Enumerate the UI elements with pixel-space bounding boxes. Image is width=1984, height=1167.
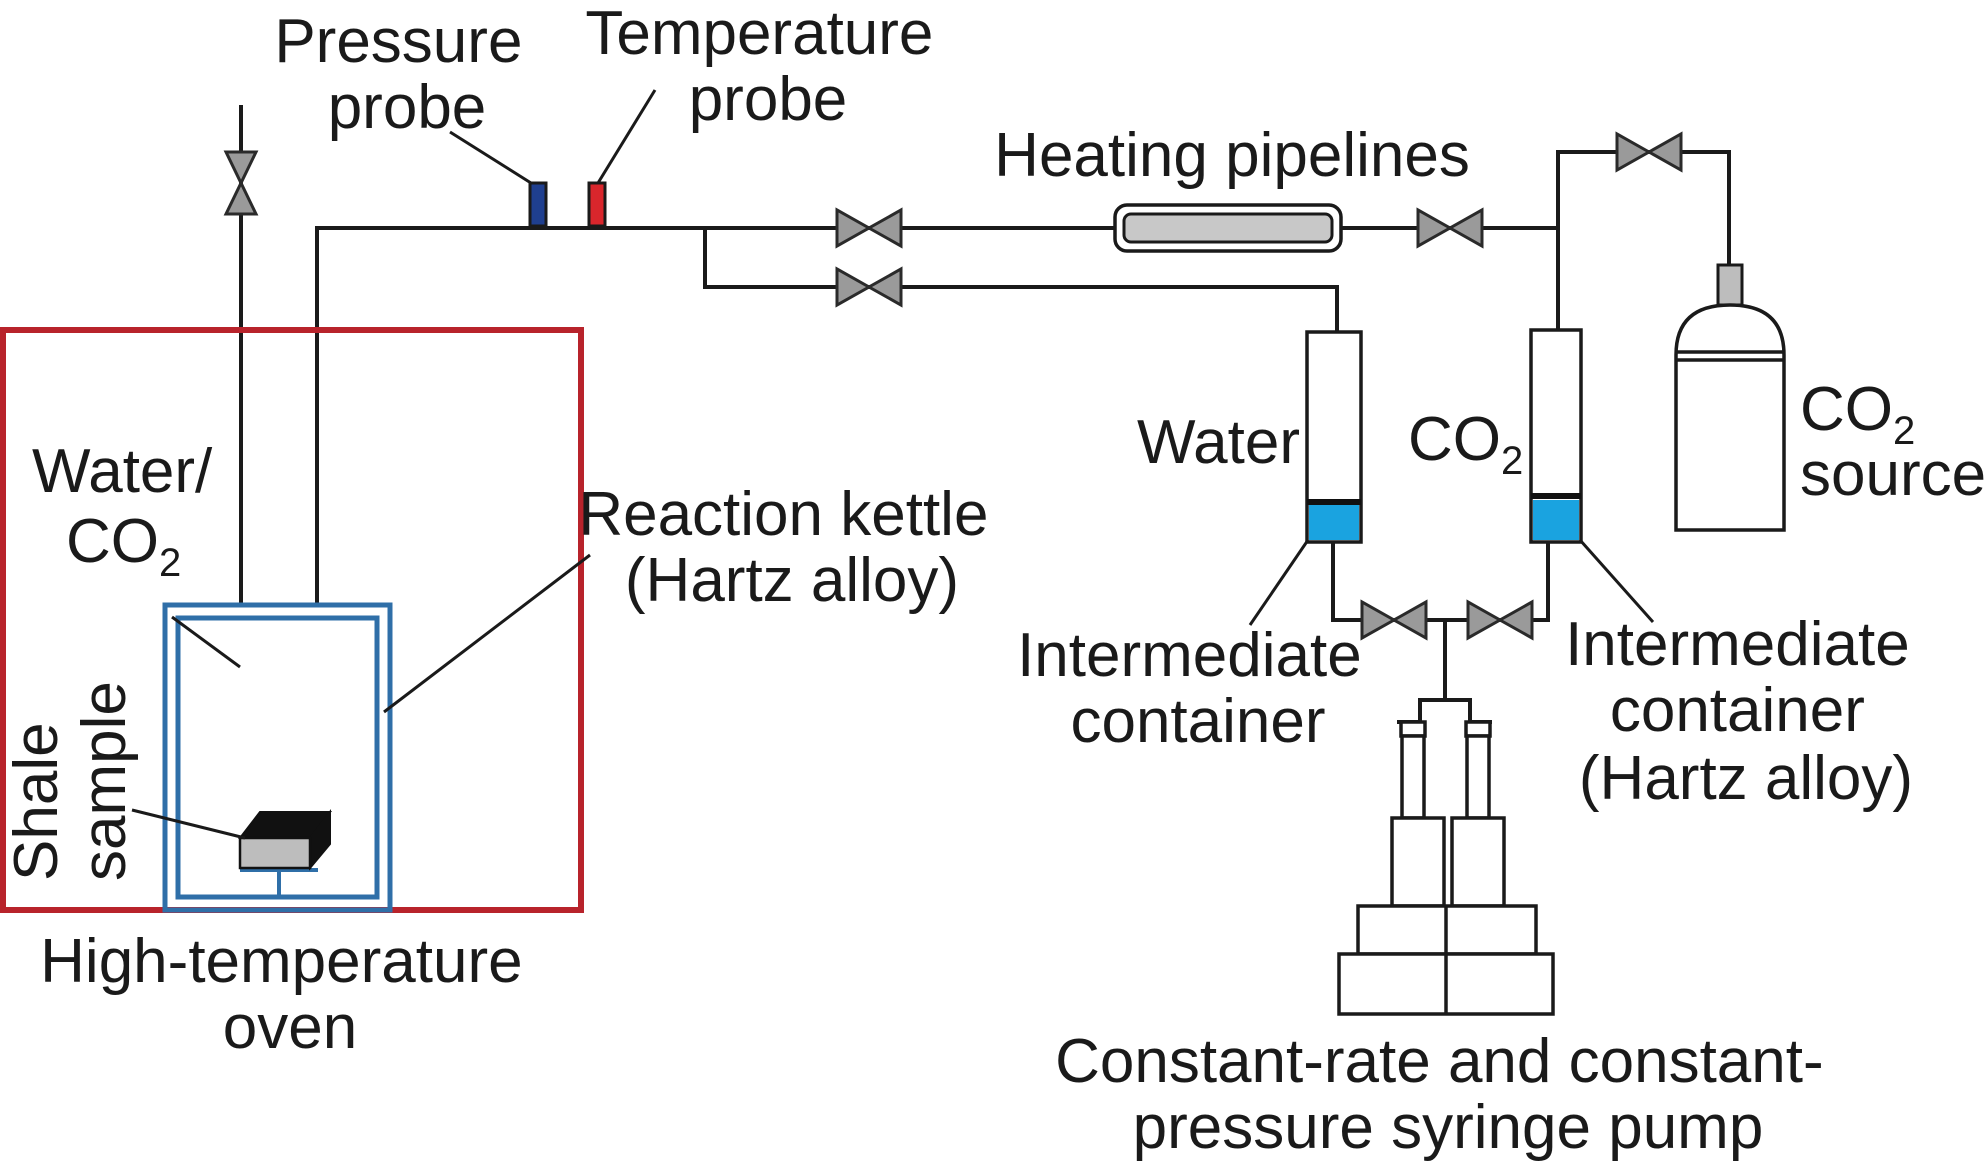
syringe-pump-label: Constant-rate and constant- pressure syr… (1055, 1027, 1841, 1162)
pressure-probe-icon (528, 181, 548, 228)
intermediate-right-label: Intermediate container (Hartz alloy) (1565, 610, 1927, 813)
pump-right-valve-body (1466, 599, 1534, 641)
co2-source-label-line2: source (1800, 440, 1984, 509)
oven-label: High-temperature oven (40, 927, 540, 1062)
lower-line-valve-icon (835, 266, 903, 308)
water-co2-label-line1: Water/ (32, 437, 213, 506)
heater-outlet-valve-body (1416, 207, 1484, 249)
water-co2-label-line2: CO2 (66, 507, 181, 585)
intermediate-right-leader (1578, 539, 1655, 623)
temperature-probe-label: Temperature probe (585, 0, 950, 134)
shale-sample-icon (237, 809, 333, 871)
water-container-label: Water (1137, 408, 1300, 477)
intermediate-left-leader (1248, 539, 1310, 626)
pipelines (239, 105, 1731, 700)
vent-valve-icon (223, 150, 259, 216)
pump-right-valve-icon (1466, 599, 1534, 641)
intermediate-container-water (1305, 330, 1363, 544)
pump-left-valve-body (1360, 599, 1428, 641)
valves (223, 131, 1683, 641)
co2-cylinder-icon (1674, 263, 1786, 532)
heating-pipelines-label: Heating pipelines (994, 121, 1470, 190)
reaction-kettle-leader (383, 553, 591, 714)
heater-outlet-valve-icon (1416, 207, 1484, 249)
reaction-kettle-label: Reaction kettle (Hartz alloy) (578, 480, 1005, 615)
shale-sample-label: Shale sample (2, 681, 139, 881)
intermediate-container-co2 (1529, 328, 1583, 544)
syringe-pump-icon (1337, 698, 1555, 1016)
co2-source-label-line1: CO2 (1800, 375, 1915, 453)
co2-source-valve-body (1615, 131, 1683, 173)
lower-line-valve-body (835, 266, 903, 308)
main-line-valve-body (835, 207, 903, 249)
pressure-probe-label: Pressure probe (274, 7, 539, 142)
co2-source-valve-icon (1615, 131, 1683, 173)
shale-sample-leader (131, 808, 246, 840)
pump-left-valve-icon (1360, 599, 1428, 641)
intermediate-left-label: Intermediate container (1017, 621, 1379, 756)
vent-valve-body (223, 150, 259, 216)
temperature-probe-icon (587, 181, 607, 228)
main-line-valve-icon (835, 207, 903, 249)
co2-container-label: CO2 (1408, 405, 1523, 483)
heating-pipelines-icon (1113, 203, 1343, 253)
temperature-probe-leader (596, 89, 657, 184)
pressure-probe-leader (449, 130, 532, 185)
water-co2-leader (171, 615, 241, 669)
reaction-kettle (162, 602, 393, 913)
